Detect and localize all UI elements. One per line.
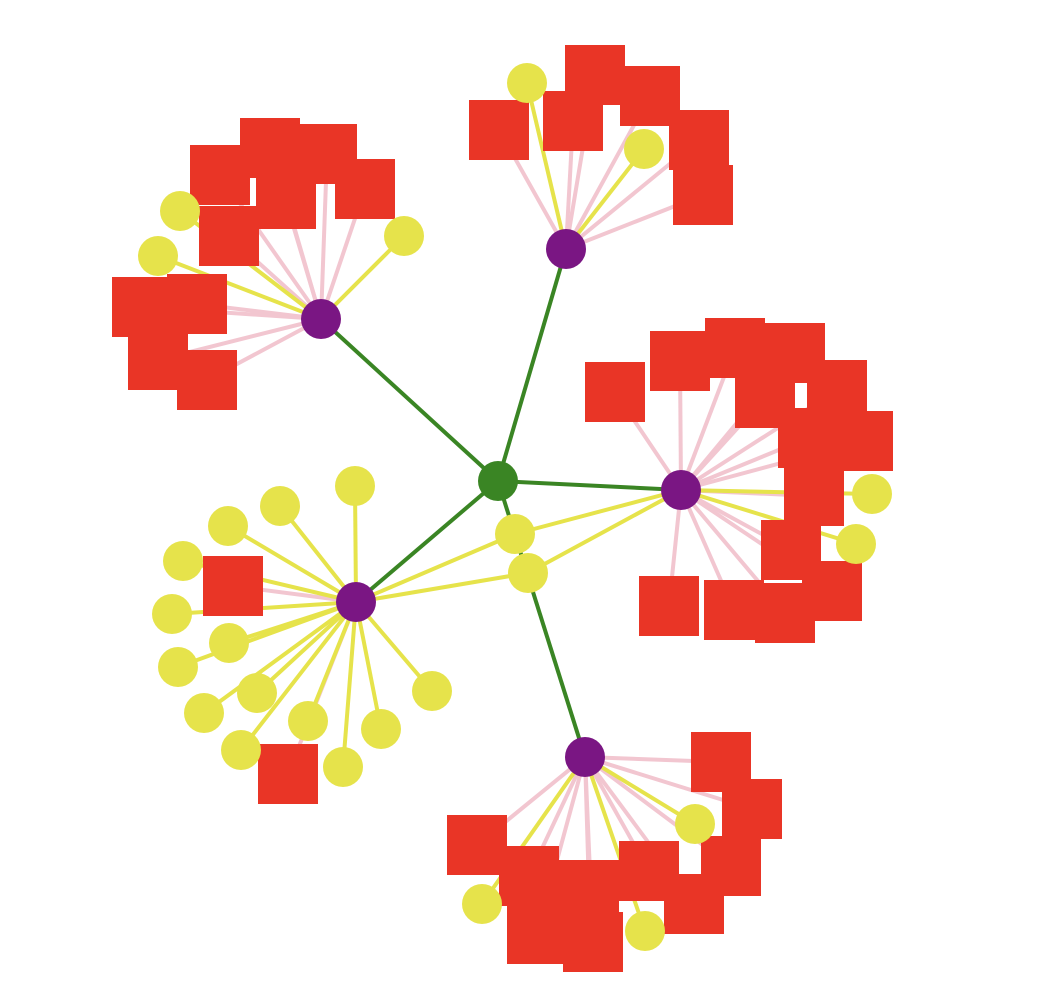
- hub-bottom-node: [565, 737, 605, 777]
- circle-leaf-node: [495, 514, 535, 554]
- square-leaf-node: [704, 580, 764, 640]
- leaf-edge: [226, 524, 358, 604]
- square-leaf-node: [258, 744, 318, 804]
- square-leaf-node: [833, 411, 893, 471]
- square-leaf-node: [507, 904, 567, 964]
- leaf-edge: [355, 571, 529, 604]
- root-edge: [496, 248, 568, 482]
- square-leaf-node: [669, 110, 729, 170]
- circle-leaf-node: [462, 884, 502, 924]
- square-leaf-node: [335, 159, 395, 219]
- root-node-layer: [478, 461, 518, 501]
- circle-leaf-node: [184, 693, 224, 733]
- leaf-edge: [514, 488, 682, 536]
- circle-leaf-node: [158, 647, 198, 687]
- circle-leaf-node: [208, 506, 248, 546]
- square-leaf-node: [673, 165, 733, 225]
- root-edge: [497, 479, 682, 492]
- circle-leaf-node: [160, 191, 200, 231]
- square-leaf-node: [447, 815, 507, 875]
- circle-leaf-node: [836, 524, 876, 564]
- square-leaf-node: [722, 779, 782, 839]
- circle-leaf-node: [260, 486, 300, 526]
- hub-nodes-layer: [301, 229, 701, 777]
- square-leaf-node: [177, 350, 237, 410]
- hub-right-node: [661, 470, 701, 510]
- leaf-edge: [202, 600, 358, 715]
- leaf-edge: [680, 488, 857, 546]
- leaf-edge: [355, 532, 516, 604]
- square-leaf-node: [664, 874, 724, 934]
- leaf-edge: [239, 600, 358, 752]
- leaf-edge: [583, 755, 697, 826]
- circle-leaf-node: [209, 623, 249, 663]
- square-leaf-node: [755, 583, 815, 643]
- circle-leaf-node: [323, 747, 363, 787]
- square-leaf-node: [167, 274, 227, 334]
- root-edge: [354, 479, 500, 604]
- leaf-edge: [564, 147, 646, 251]
- leaf-edge: [306, 601, 358, 722]
- hub-upper-left-node: [301, 299, 341, 339]
- circle-leaf-node: [852, 474, 892, 514]
- circle-leaf-node: [361, 709, 401, 749]
- leaf-edge: [177, 600, 357, 669]
- leaf-edge: [157, 254, 322, 321]
- leaf-edge: [525, 82, 568, 250]
- circle-leaf-node: [384, 216, 424, 256]
- circle-leaf-node: [625, 911, 665, 951]
- leaf-edge: [527, 488, 682, 575]
- leaf-edge: [354, 601, 383, 730]
- leaf-edge: [583, 756, 647, 932]
- circle-leaf-node: [508, 553, 548, 593]
- leaf-nodes-layer: [112, 45, 893, 972]
- circle-leaf-node: [152, 594, 192, 634]
- square-leaf-node: [778, 408, 838, 468]
- circle-leaf-node: [221, 730, 261, 770]
- circle-leaf-node: [288, 701, 328, 741]
- leaf-edge: [255, 600, 358, 695]
- square-leaf-node: [563, 912, 623, 972]
- circle-leaf-node: [163, 541, 203, 581]
- hub-top-node: [546, 229, 586, 269]
- root-node: [478, 461, 518, 501]
- square-leaf-node: [543, 91, 603, 151]
- circle-leaf-node: [412, 671, 452, 711]
- square-leaf-node: [469, 100, 529, 160]
- square-leaf-node: [585, 362, 645, 422]
- square-leaf-node: [784, 466, 844, 526]
- square-leaf-node: [112, 277, 172, 337]
- square-leaf-node: [639, 576, 699, 636]
- circle-leaf-node: [335, 466, 375, 506]
- circle-leaf-node: [237, 673, 277, 713]
- circle-leaf-node: [138, 236, 178, 276]
- leaf-edge: [278, 504, 358, 604]
- square-leaf-node: [499, 846, 559, 906]
- leaf-edge: [341, 601, 358, 768]
- leaf-edge: [171, 600, 357, 616]
- square-leaf-node: [559, 860, 619, 920]
- square-leaf-node: [256, 169, 316, 229]
- square-leaf-node: [203, 556, 263, 616]
- hub-lower-left-node: [336, 582, 376, 622]
- root-edge: [319, 317, 500, 483]
- square-leaf-node: [199, 206, 259, 266]
- circle-leaf-node: [624, 129, 664, 169]
- circle-leaf-node: [507, 63, 547, 103]
- square-leaf-node: [240, 118, 300, 178]
- circle-leaf-node: [675, 804, 715, 844]
- square-leaf-node: [650, 331, 710, 391]
